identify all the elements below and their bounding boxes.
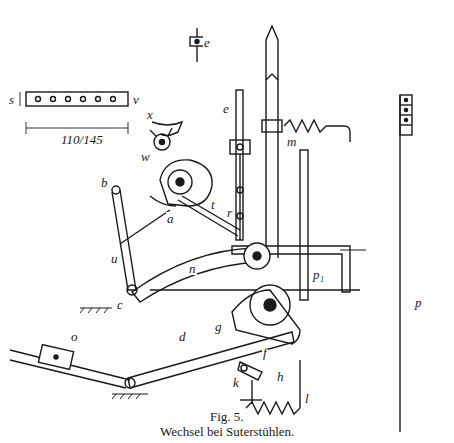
part-letter: m — [286, 135, 297, 148]
part-letter: p₁ — [312, 268, 325, 281]
part-letter: u — [110, 252, 119, 265]
part-letter: x — [146, 108, 154, 121]
link-t — [178, 196, 240, 236]
part-letter: e — [222, 102, 230, 115]
arm-n — [132, 248, 258, 302]
part-letter: v — [132, 93, 140, 106]
rollers — [244, 243, 290, 325]
bar-p1 — [150, 150, 360, 300]
pawl-spring — [238, 360, 300, 414]
part-letter: k — [232, 376, 240, 389]
catch-lever — [150, 122, 182, 150]
vertical-rods — [230, 26, 282, 258]
part-letter: f — [262, 346, 268, 359]
part-letter: 110/145 — [60, 133, 104, 146]
part-letter: o — [70, 330, 79, 343]
part-letter: t — [210, 198, 216, 211]
part-letter: n — [188, 262, 197, 275]
part-letter: c — [116, 298, 124, 311]
part-letter: g — [214, 320, 223, 333]
ground-brackets — [80, 250, 366, 399]
segment-g — [232, 290, 300, 344]
part-letter: b — [100, 176, 109, 189]
figure-caption: Wechsel bei Suterstühlen. — [160, 425, 294, 439]
part-letter: p — [414, 296, 423, 309]
pattern-ladder-p — [400, 95, 412, 432]
part-letter: a — [166, 212, 175, 225]
lever-d — [10, 332, 294, 388]
part-letter: s — [8, 93, 15, 106]
figure-number: Fig. 5. — [210, 410, 244, 424]
inset-rod — [190, 28, 204, 62]
cam-a — [150, 160, 212, 206]
lever-b — [112, 186, 170, 295]
part-letter: h — [276, 370, 285, 383]
part-letter: w — [140, 150, 151, 163]
part-letter: r — [226, 206, 233, 219]
part-letter: l — [304, 392, 310, 405]
plate-v — [20, 92, 128, 134]
part-letter: d — [178, 330, 187, 343]
part-letter: e — [203, 36, 211, 49]
